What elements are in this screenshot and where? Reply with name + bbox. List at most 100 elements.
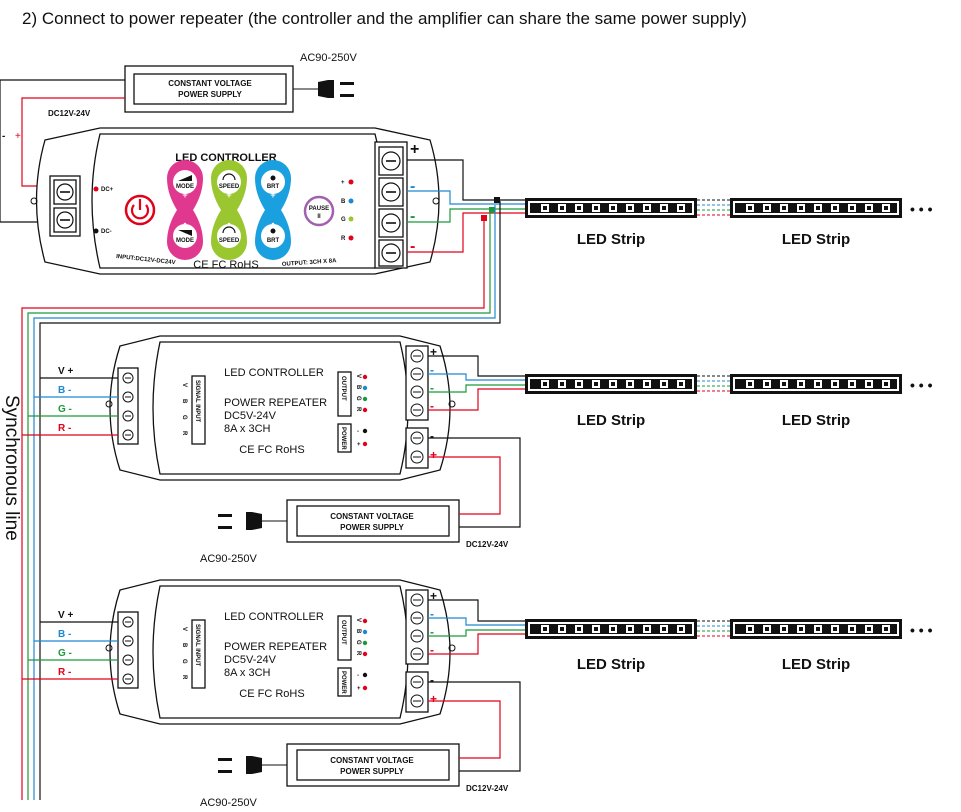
r2-output-label: OUTPUT <box>340 620 346 645</box>
r1-left-r: R - <box>58 423 71 434</box>
led-strip: LED Strip <box>730 198 902 248</box>
r1-left-g: G - <box>58 404 72 415</box>
r2-left-r: R - <box>58 667 71 678</box>
repeater-1-input-wires: V + B - G - R - <box>22 366 118 436</box>
r1-output-label: OUTPUT <box>340 376 346 401</box>
dc-label-top: DC12V-24V <box>48 109 91 118</box>
r2-pow-pin-plus: + <box>357 686 361 692</box>
diagram-title: 2) Connect to power repeater (the contro… <box>22 9 747 28</box>
output-terminal-r <box>378 239 404 267</box>
r2-in-pin-r: R <box>181 675 187 680</box>
r2-out-sign-plus: + <box>430 589 437 603</box>
mode-minus: - <box>184 218 187 228</box>
r2-title: LED CONTROLLER <box>224 611 324 623</box>
led-strip-label: LED Strip <box>782 656 850 673</box>
r2-power-label: POWER <box>340 671 346 694</box>
power-button[interactable] <box>124 194 156 226</box>
repeater-1-output-wires <box>428 355 525 411</box>
psu2-label-1: CONSTANT VOLTAGE <box>330 756 414 765</box>
r1-out-sign-plus: + <box>430 345 437 359</box>
r2-signal-input-label: SIGNAL INPUT <box>194 624 200 667</box>
psu-plus-sign: + <box>15 131 21 142</box>
r2-line3: 8A x 3CH <box>224 667 271 679</box>
r1-out-pin-v: V <box>355 374 361 378</box>
r2-out-pin-r: R <box>355 651 361 656</box>
output-terminal-plus <box>378 146 404 176</box>
psu-minus-sign: - <box>2 131 5 142</box>
term-sign-g: - <box>410 208 415 225</box>
led-strip-label: LED Strip <box>577 656 645 673</box>
r2-pow-sign-minus: - <box>430 673 434 687</box>
input-terminal-2 <box>53 207 77 233</box>
mode-label-up: MODE <box>176 184 194 190</box>
brt-label-up: BRT <box>267 184 280 190</box>
r1-pow-pin-plus: + <box>357 442 361 448</box>
input-terminal-1 <box>53 179 77 205</box>
led-strip: LED Strip <box>525 374 697 429</box>
r1-out-pin-g: G <box>355 396 361 401</box>
speed-buttons[interactable]: SPEED + SPEED - <box>211 160 247 260</box>
dc-plus-label: DC+ <box>101 187 114 193</box>
psu-label-1: CONSTANT VOLTAGE <box>168 79 252 88</box>
r1-pow-pin-minus: - <box>357 429 359 435</box>
r2-out-sign-b: - <box>430 607 434 621</box>
r2-out-sign-g: - <box>430 625 434 639</box>
repeater-2-output-wires <box>428 599 525 655</box>
controller-output-wires <box>407 159 525 253</box>
r2-in-pin-b: B <box>181 643 187 648</box>
plug-icon <box>318 80 334 98</box>
r1-in-pin-g: G <box>181 415 187 420</box>
r2-line1: POWER REPEATER <box>224 641 327 653</box>
psu-label-2: POWER SUPPLY <box>178 90 242 99</box>
r2-pow-pin-minus: - <box>357 673 359 679</box>
term-sign-r: - <box>410 238 415 255</box>
out-pin-b: B <box>341 199 346 205</box>
power-supply-top: CONSTANT VOLTAGE POWER SUPPLY AC90-250V … <box>48 52 358 118</box>
led-strip: LED Strip <box>730 374 902 429</box>
r2-left-b: B - <box>58 629 71 640</box>
led-strip: LED Strip <box>730 619 902 673</box>
out-pin-plus: + <box>341 180 345 186</box>
r2-in-pin-g: G <box>181 659 187 664</box>
brt-label-down: BRT <box>267 238 280 244</box>
brightness-buttons[interactable]: BRT + BRT - <box>254 159 291 261</box>
r2-out-sign-r: - <box>430 643 434 657</box>
speed-label-down: SPEED <box>219 238 240 244</box>
sync-line-label: Synchronous line <box>1 395 22 541</box>
r2-left-v: V + <box>58 610 73 621</box>
ac-label-top: AC90-250V <box>300 52 358 64</box>
r2-cert: CE FC RoHS <box>239 688 304 700</box>
ac-label-rep1: AC90-250V <box>200 553 258 565</box>
led-strip-label: LED Strip <box>782 412 850 429</box>
r1-out-sign-g: - <box>430 381 434 395</box>
led-strip-label: LED Strip <box>782 231 850 248</box>
brt-plus: + <box>270 190 275 200</box>
r1-line3: 8A x 3CH <box>224 423 271 435</box>
r1-left-v: V + <box>58 366 73 377</box>
output-label: OUTPUT: 3CH X 8A <box>282 258 338 268</box>
r1-signal-input-label: SIGNAL INPUT <box>194 380 200 423</box>
power-supply-rep2: CONSTANT VOLTAGE POWER SUPPLY AC90-250V … <box>200 681 521 809</box>
output-terminal-g <box>378 208 404 238</box>
r1-out-sign-r: - <box>430 399 434 413</box>
pause-label: PAUSE <box>309 206 329 212</box>
controller-cert: CE FC RoHS <box>193 259 258 271</box>
strip-connector <box>697 199 730 216</box>
r1-out-pin-r: R <box>355 407 361 412</box>
mode-label-down: MODE <box>176 238 194 244</box>
out-pin-r: R <box>341 236 346 242</box>
strip-continuation: • • • <box>910 377 933 393</box>
pause-button[interactable]: PAUSE II <box>303 195 335 227</box>
power-supply-rep1: CONSTANT VOLTAGE POWER SUPPLY AC90-250V … <box>200 437 521 565</box>
r1-line1: POWER REPEATER <box>224 397 327 409</box>
controller-title: LED CONTROLLER <box>175 152 276 164</box>
mode-buttons[interactable]: MODE + MODE - <box>167 160 203 260</box>
led-strip-label: LED Strip <box>577 412 645 429</box>
speed-label-up: SPEED <box>219 184 240 190</box>
r1-line2: DC5V-24V <box>224 410 277 422</box>
r1-in-pin-v: V <box>181 383 187 387</box>
power-repeater-2: V B G R SIGNAL INPUT LED CONTROLLER POWE… <box>105 579 456 725</box>
term-sign-b: - <box>410 178 415 195</box>
plug-icon <box>246 756 262 774</box>
